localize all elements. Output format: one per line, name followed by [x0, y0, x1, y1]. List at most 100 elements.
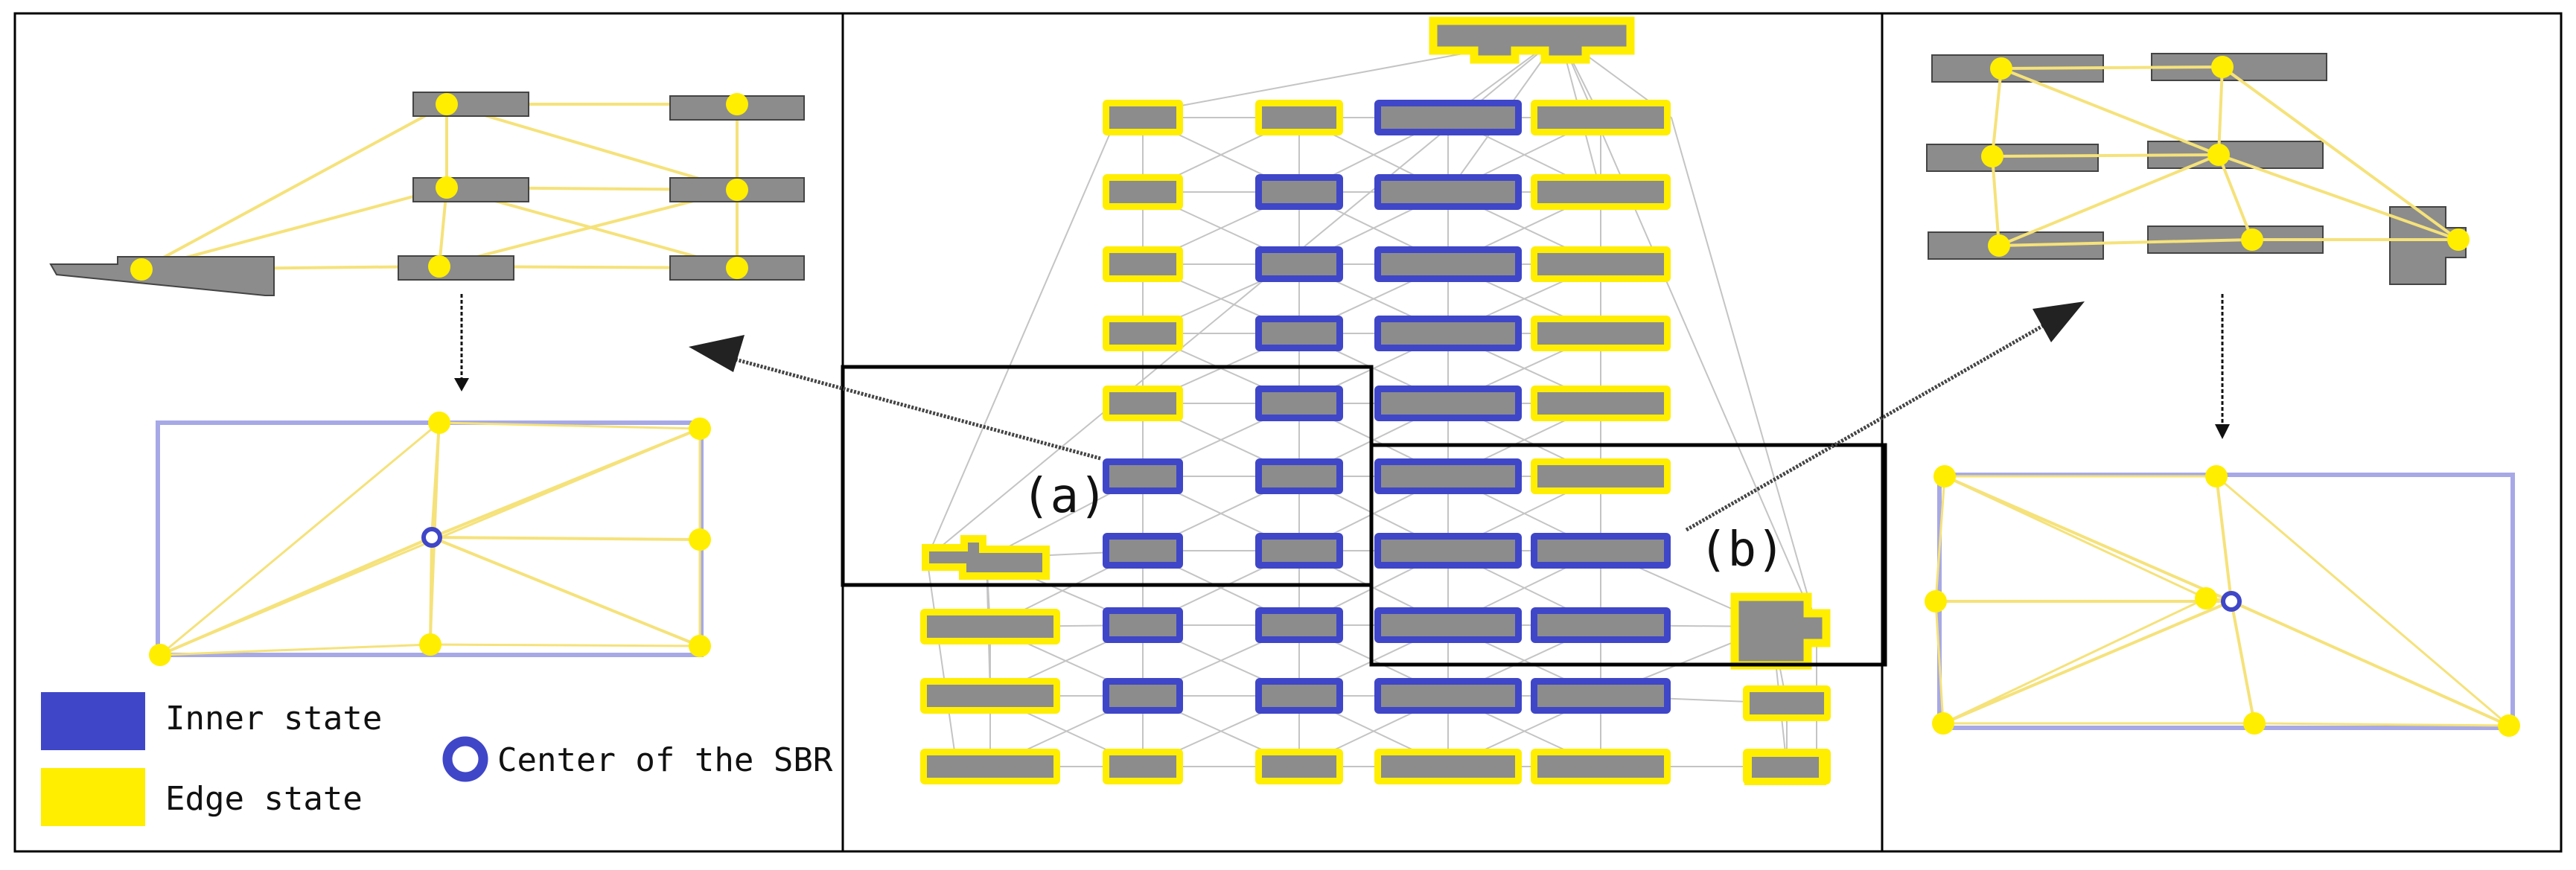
edge-node — [1932, 712, 1954, 735]
graph-edge — [2230, 601, 2256, 724]
edge-node — [2205, 465, 2228, 487]
edge-node — [436, 176, 458, 199]
edge-node — [1990, 57, 2012, 80]
edge-node — [726, 179, 748, 201]
graph-edge — [1934, 601, 1945, 724]
graph-edge — [159, 421, 440, 656]
subgraph-b-buildings — [1926, 53, 2470, 285]
edge-node — [428, 255, 450, 278]
edge-node — [726, 257, 748, 279]
building-footprint — [1109, 392, 1176, 415]
building-footprint — [1381, 465, 1515, 487]
building-footprint — [927, 615, 1053, 638]
subgraph-a-buildings — [49, 92, 805, 296]
center-ring-icon — [421, 527, 442, 548]
graph-edge — [2221, 65, 2460, 241]
graph-edge — [430, 643, 701, 647]
building-footprint — [1262, 755, 1336, 778]
graph-edge — [1998, 238, 2253, 247]
building-footprint — [2389, 206, 2467, 285]
edge-node — [1981, 145, 2003, 167]
graph-edge — [2231, 600, 2510, 727]
graph-edge — [2000, 65, 2223, 70]
graph-edge — [2218, 153, 2459, 241]
building-footprint — [1537, 614, 1664, 636]
center-ring-icon — [2221, 591, 2242, 612]
building-footprint — [1109, 685, 1176, 707]
building-footprint — [1262, 685, 1336, 707]
edge-state-building — [922, 535, 1050, 580]
building-footprint — [1537, 540, 1664, 562]
graph-edge — [1942, 597, 2207, 725]
arrow-right-icon — [1685, 301, 2085, 532]
graph-edge — [1934, 476, 1946, 602]
building-footprint — [1537, 392, 1664, 415]
edge-node — [689, 635, 711, 657]
arrow-down-icon — [454, 294, 469, 391]
building-footprint — [1109, 614, 1176, 636]
edge-node — [2207, 144, 2230, 166]
building-footprint — [1537, 253, 1664, 275]
graph-edge — [439, 421, 701, 430]
legend-edge-label: Edge state — [165, 780, 363, 818]
building-footprint — [398, 255, 514, 281]
arrow-down-icon — [2215, 294, 2230, 439]
building-footprint — [412, 92, 529, 117]
building-footprint — [1109, 465, 1176, 487]
edge-node — [130, 258, 153, 281]
graph-edge — [2254, 722, 2510, 727]
graph-edge — [141, 186, 447, 271]
building-footprint — [1109, 540, 1176, 562]
building-footprint — [1109, 181, 1176, 203]
building-footprint — [1537, 322, 1664, 345]
building-footprint — [927, 685, 1053, 707]
graph-edge — [2216, 475, 2510, 727]
center-ring-icon — [442, 736, 488, 782]
building-footprint — [1537, 755, 1664, 778]
edge-node — [2243, 712, 2266, 735]
building-footprint — [927, 755, 1053, 778]
label-b: (b) — [1699, 522, 1785, 578]
building-blocks — [920, 16, 1831, 785]
edge-state-building — [1429, 16, 1635, 64]
building-footprint — [1262, 253, 1336, 275]
building-footprint — [1750, 692, 1824, 714]
graph-edge — [1992, 153, 2219, 158]
legend-center-label: Center of the SBR — [497, 741, 833, 779]
graph-edge — [141, 103, 447, 271]
building-footprint — [1262, 465, 1336, 487]
building-footprint — [1537, 685, 1664, 707]
edge-state-building — [1730, 592, 1831, 670]
edge-node — [726, 93, 748, 115]
building-footprint — [1262, 322, 1336, 345]
legend: Inner state Edge state Center of the SBR — [41, 692, 833, 826]
graph-edge — [2215, 476, 2233, 602]
label-a: (a) — [1021, 469, 1108, 524]
edge-node — [2211, 56, 2234, 78]
building-footprint — [1381, 181, 1515, 203]
graph-edge — [446, 103, 738, 191]
graph-edge — [2217, 66, 2224, 156]
legend-inner-label: Inner state — [165, 700, 382, 738]
building-footprint — [1262, 614, 1336, 636]
building-footprint — [1262, 540, 1336, 562]
graph-edge — [439, 188, 738, 268]
building-footprint — [1262, 181, 1336, 203]
subgraph-a-sbr — [149, 412, 711, 666]
graph-edge — [1944, 475, 2207, 600]
building-footprint — [1109, 106, 1176, 129]
graph-edge — [2000, 67, 2219, 156]
edge-node — [1933, 465, 1956, 487]
building-footprint — [49, 256, 275, 296]
edge-node — [689, 528, 711, 551]
building-footprint — [1109, 755, 1176, 778]
graph-edge — [1998, 153, 2219, 247]
building-footprint — [1109, 253, 1176, 275]
graph-edge — [431, 536, 701, 541]
edge-node — [428, 412, 450, 434]
right-panel-border — [1881, 12, 2563, 853]
graph-edge — [2217, 154, 2254, 240]
graph-edge — [431, 536, 701, 647]
